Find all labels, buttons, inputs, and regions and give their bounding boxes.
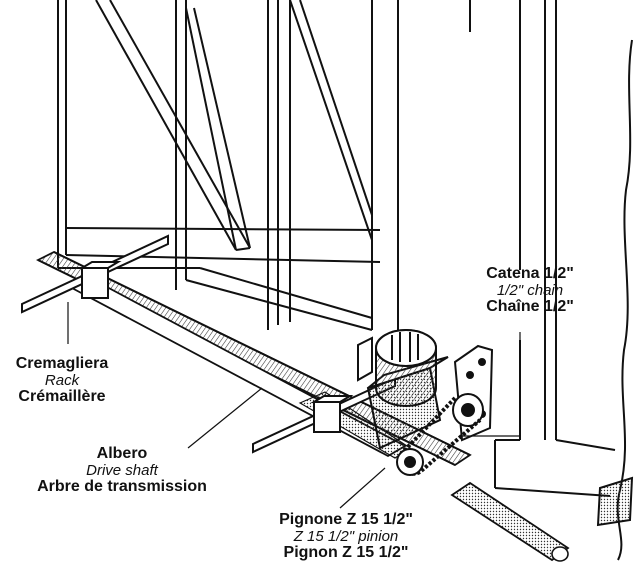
shaft-label: Albero Drive shaft Arbre de transmission: [8, 445, 236, 495]
chain-label-fr: Chaîne 1/2": [486, 297, 574, 315]
pinion-label-it: Pignone Z 15 1/2": [279, 511, 413, 528]
rack-label: Cremagliera Rack Crémaillère: [6, 355, 118, 405]
rack-piece: [450, 481, 570, 562]
leader-lines: [67, 302, 521, 509]
pinion-label-fr: Pignon Z 15 1/2": [283, 543, 409, 561]
motor-unit: [357, 329, 494, 476]
shaft-label-it: Albero: [96, 445, 148, 462]
rack-label-fr: Crémaillère: [18, 387, 106, 405]
rack-label-en: Rack: [44, 371, 80, 389]
chain-label-it: Catena 1/2": [486, 265, 574, 282]
chain-label: Catena 1/2" 1/2" chain Chaîne 1/2": [455, 265, 605, 315]
pinion-label: Pignone Z 15 1/2" Z 15 1/2" pinion Pigno…: [246, 511, 446, 561]
pinion-label-en: Z 15 1/2" pinion: [293, 527, 399, 545]
gate-frame: [57, 0, 399, 331]
chain-label-en: 1/2" chain: [496, 281, 564, 299]
shaft-label-en: Drive shaft: [86, 461, 158, 479]
support-brackets: [21, 234, 396, 454]
shaft-label-fr: Arbre de transmission: [37, 477, 207, 495]
wall-post: [469, 0, 634, 561]
rack-label-it: Cremagliera: [15, 355, 109, 372]
